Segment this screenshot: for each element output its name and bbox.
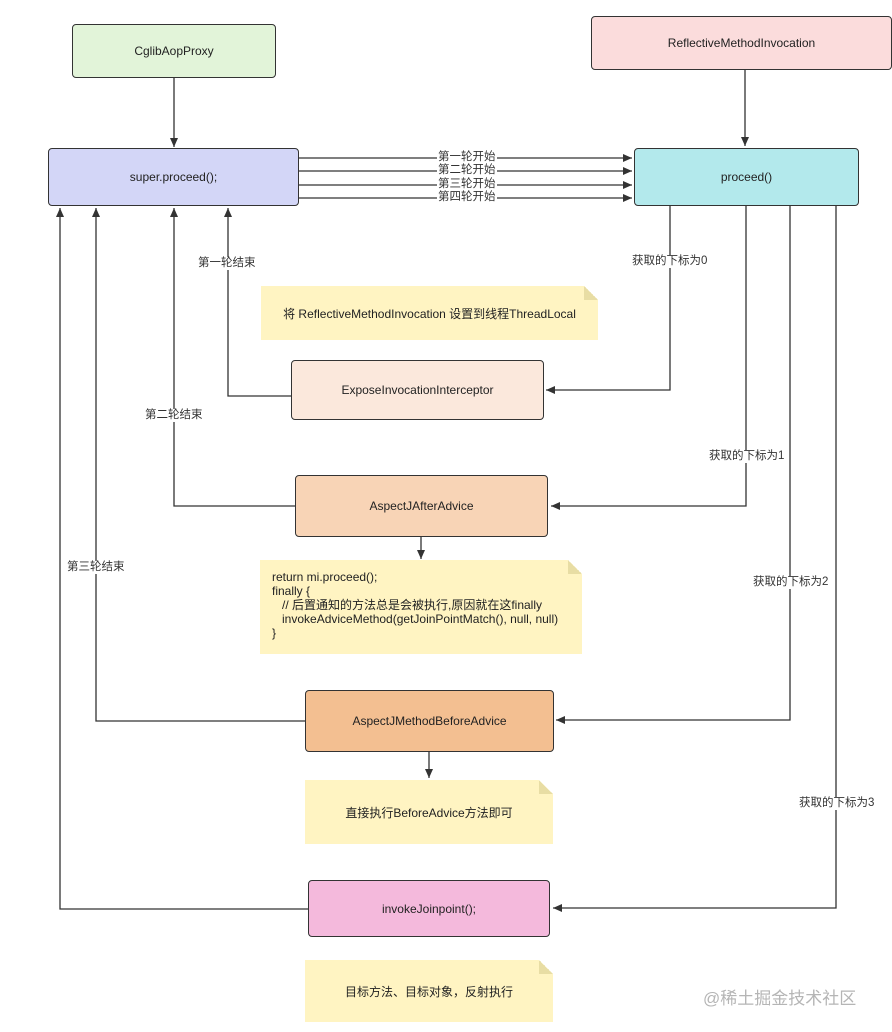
label-round2-end: 第二轮结束 (144, 409, 204, 422)
edge-round3-end (92, 208, 305, 722)
code-block: return mi.proceed(); finally { // 后置通知的方… (272, 570, 558, 640)
node-invoke-joinpoint: invokeJoinpoint(); (308, 880, 550, 937)
label-index2: 获取的下标为2 (752, 576, 830, 589)
code-line: finally { (272, 584, 311, 598)
edge-round1-end (224, 208, 291, 397)
label-round3-end: 第三轮结束 (66, 561, 126, 574)
code-line: return mi.proceed(); (272, 570, 378, 584)
note-target-method-text: 目标方法、目标对象，反射执行 (344, 984, 513, 999)
note-before-advice-text: 直接执行BeforeAdvice方法即可 (345, 805, 513, 820)
edge-round2-end (170, 208, 295, 507)
edge-index2 (556, 206, 791, 724)
edge-index3 (553, 206, 837, 912)
node-cglib-aop-proxy: CglibAopProxy (72, 24, 276, 78)
node-reflective-method-invocation: ReflectiveMethodInvocation (591, 16, 892, 70)
node-expose-invocation-interceptor: ExposeInvocationInterceptor (291, 360, 544, 420)
label-index0: 获取的下标为0 (631, 255, 709, 268)
note-threadlocal: 将 ReflectiveMethodInvocation 设置到线程Thread… (261, 286, 598, 340)
note-after-advice-code: return mi.proceed(); finally { // 后置通知的方… (260, 560, 582, 654)
note-before-advice: 直接执行BeforeAdvice方法即可 (305, 780, 553, 844)
code-line: invokeAdviceMethod(getJoinPointMatch(), … (272, 612, 559, 626)
edge-index1 (551, 206, 747, 510)
label-index1: 获取的下标为1 (708, 450, 786, 463)
watermark: @稀土掘金技术社区 (703, 989, 857, 1008)
label-index3: 获取的下标为3 (798, 797, 876, 810)
node-proceed: proceed() (634, 148, 859, 206)
label-round1-start: 第一轮开始 (437, 151, 497, 164)
label-round1-end: 第一轮结束 (197, 257, 257, 270)
code-line: // 后置通知的方法总是会被执行,原因就在这finally (272, 598, 543, 612)
edge-joinpoint-return (56, 208, 308, 910)
label-round2-start: 第二轮开始 (437, 164, 497, 177)
node-super-proceed: super.proceed(); (48, 148, 299, 206)
code-line: } (272, 626, 277, 640)
note-threadlocal-text: 将 ReflectiveMethodInvocation 设置到线程Thread… (283, 306, 576, 321)
note-target-method: 目标方法、目标对象，反射执行 (305, 960, 553, 1022)
node-aspectj-after-advice: AspectJAfterAdvice (295, 475, 548, 537)
label-round3-start: 第三轮开始 (437, 178, 497, 191)
node-aspectj-method-before-advice: AspectJMethodBeforeAdvice (305, 690, 554, 752)
label-round4-start: 第四轮开始 (437, 191, 497, 204)
